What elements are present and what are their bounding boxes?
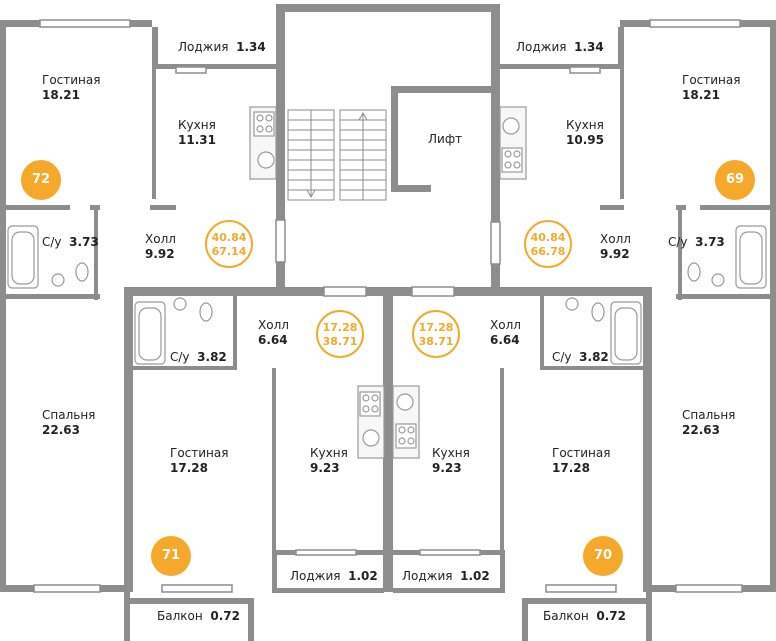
fixtures: [7, 106, 767, 459]
apt71-loggia: Лоджия 1.02: [290, 569, 378, 583]
apt71-bath: С/у 3.82: [170, 350, 227, 364]
windows: [33, 19, 743, 593]
apt70-balcony: Балкон 0.72: [543, 609, 626, 623]
apt70-loggia: Лоджия 1.02: [402, 569, 490, 583]
staircase: [287, 109, 387, 201]
walls: [0, 4, 776, 641]
apt72-number-badge[interactable]: 72: [21, 160, 61, 200]
apt69-bath: С/у 3.73: [668, 235, 725, 249]
apt70-number-badge[interactable]: 70: [583, 536, 623, 576]
apt71-balcony: Балкон 0.72: [157, 609, 240, 623]
apt72-loggia: Лоджия 1.34: [178, 40, 266, 54]
apt72-bath: С/у 3.73: [42, 235, 99, 249]
elevator-label: Лифт: [428, 132, 463, 146]
apt69-number-badge[interactable]: 69: [715, 160, 755, 200]
apt69-loggia: Лоджия 1.34: [516, 40, 604, 54]
apt70-bath: С/у 3.82: [552, 350, 609, 364]
apt71-number-badge[interactable]: 71: [151, 536, 191, 576]
